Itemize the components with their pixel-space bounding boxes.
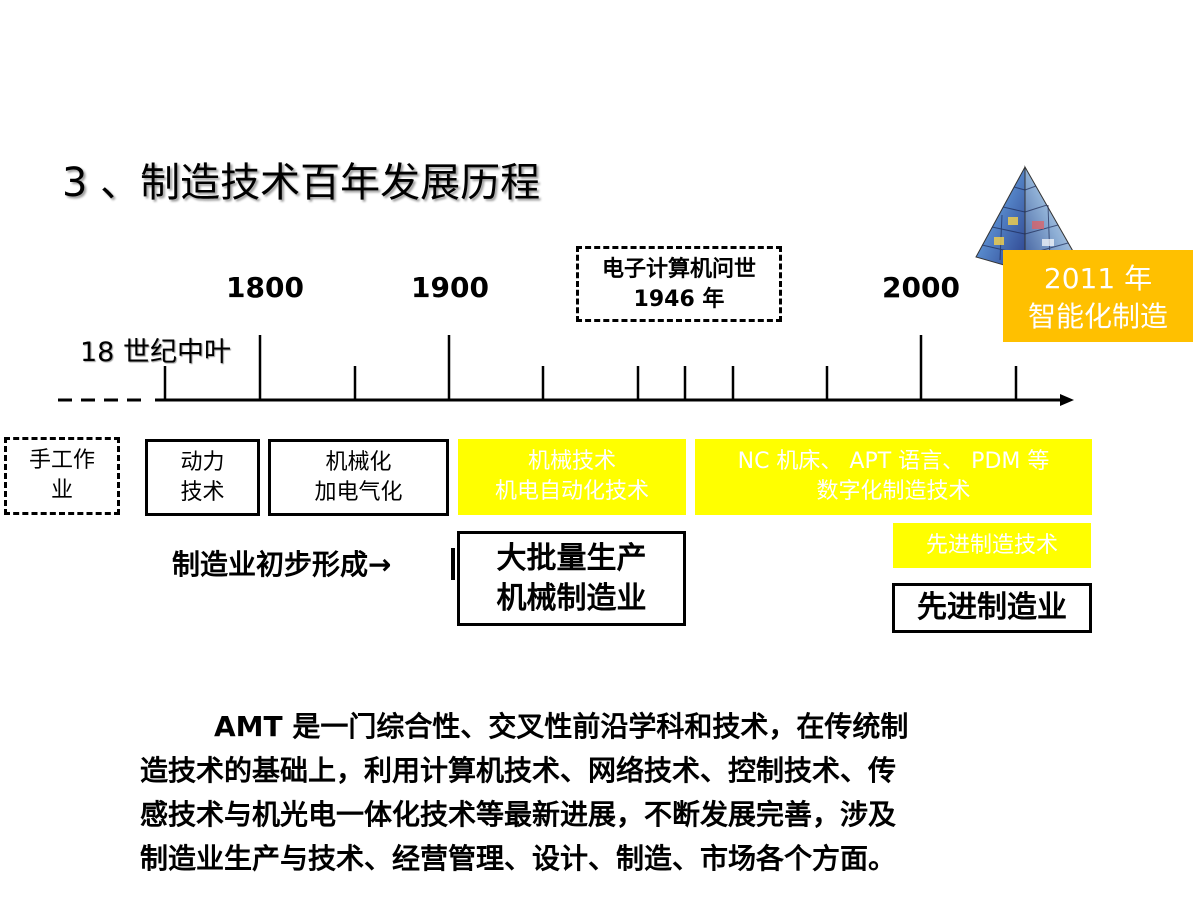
mechanical-tech-box: 机械技术 机电自动化技术 [458, 439, 686, 515]
year-1900: 1900 [411, 271, 489, 304]
smart-year: 2011 年 [1043, 262, 1153, 295]
paragraph-line: 造技术的基础上，利用计算机技术、网络技术、控制技术、传 [140, 754, 897, 787]
year-1800: 1800 [226, 271, 304, 304]
handwork-line1: 手工作 [28, 448, 95, 473]
mechanization-line1: 机械化 [325, 449, 392, 475]
mechanization-line2: 加电气化 [314, 479, 403, 505]
smart-label: 智能化制造 [1027, 300, 1168, 333]
mass-production-line1: 大批量生产 [496, 541, 647, 576]
mass-production-line2: 机械制造业 [496, 581, 647, 616]
advanced-tech-label: 先进制造技术 [925, 532, 1058, 558]
timeline-axis [58, 335, 1074, 406]
smart-manufacturing-box: 2011 年 智能化制造 [1003, 250, 1193, 342]
advanced-tech-box: 先进制造技术 [893, 523, 1091, 568]
power-tech-box: 动力 技术 [145, 439, 260, 516]
timeline-arrowhead [1060, 394, 1074, 406]
mechanical-tech-line2: 机电自动化技术 [494, 479, 649, 504]
handwork-line2: 业 [50, 478, 73, 503]
paragraph-line: 感技术与机光电一体化技术等最新进展，不断发展完善，涉及 [140, 798, 897, 831]
computer-event-year: 1946 年 [633, 287, 725, 312]
amt-description: AMT 是一门综合性、交叉性前沿学科和技术，在传统制 造技术的基础上，利用计算机… [140, 705, 1050, 881]
power-tech-line2: 技术 [180, 479, 225, 505]
digital-tech-line2: 数字化制造技术 [816, 479, 971, 504]
digital-tech-box: NC 机床、 APT 语言、 PDM 等 数字化制造技术 [695, 439, 1092, 515]
handwork-box: 手工作 业 [4, 437, 120, 515]
computer-invention-box: 电子计算机问世 1946 年 [576, 246, 782, 322]
mechanization-box: 机械化 加电气化 [268, 439, 449, 516]
computer-event-label: 电子计算机问世 [601, 257, 756, 282]
formed-marker-bar [451, 548, 455, 580]
mass-production-box: 大批量生产 机械制造业 [457, 531, 686, 626]
paragraph-line: 制造业生产与技术、经营管理、设计、制造、市场各个方面。 [140, 842, 897, 875]
mechanical-tech-line1: 机械技术 [527, 449, 616, 474]
slide-title: 3 、制造技术百年发展历程 [62, 160, 541, 206]
manufacturing-formed-label: 制造业初步形成→ [172, 548, 392, 581]
digital-tech-line1: NC 机床、 APT 语言、 PDM 等 [737, 449, 1050, 474]
power-tech-line1: 动力 [180, 449, 225, 475]
timeline-start-label: 18 世纪中叶 [80, 337, 231, 368]
paragraph-line: AMT 是一门综合性、交叉性前沿学科和技术，在传统制 [214, 710, 909, 743]
advanced-manufacturing-box: 先进制造业 [892, 583, 1092, 633]
advanced-manufacturing-label: 先进制造业 [917, 590, 1067, 625]
year-2000: 2000 [882, 271, 960, 304]
pyramid-image-icon [975, 165, 1075, 272]
